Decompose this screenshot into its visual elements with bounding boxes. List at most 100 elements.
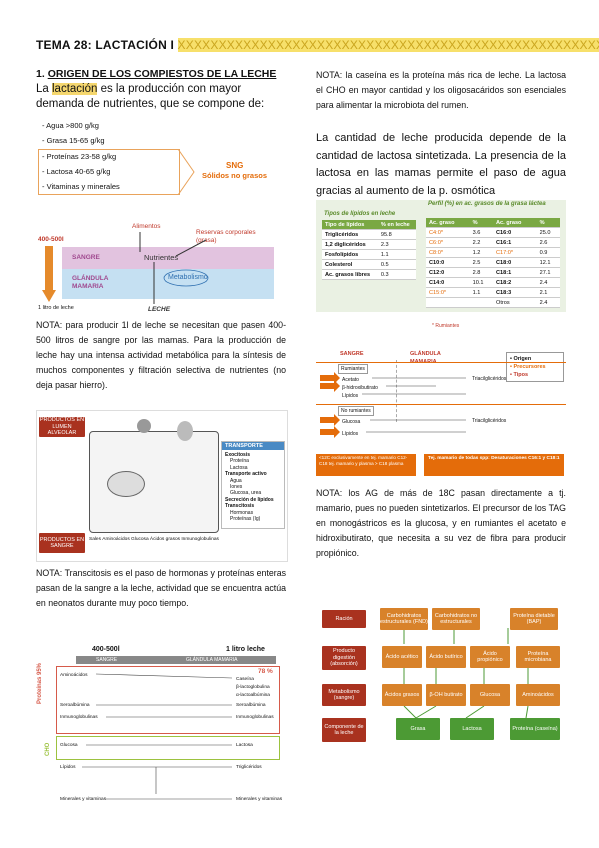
transport-item: Proteínas (Ig) bbox=[230, 516, 261, 523]
component-item: - Grasa 15-65 g/kg bbox=[42, 136, 105, 145]
cell: 1.1 bbox=[377, 249, 416, 260]
transport-title: TRANSPORTE bbox=[222, 442, 284, 450]
intro-paragraph: La lactación es la producción con mayor … bbox=[36, 82, 286, 112]
col-header: Ac. graso bbox=[426, 218, 470, 228]
input-row: Aminoácidos bbox=[60, 673, 88, 678]
cell: 1,2 diglicéridos bbox=[322, 239, 378, 250]
col-header: % en leche bbox=[377, 220, 416, 230]
liter-label: 1 litro de leche bbox=[38, 305, 74, 311]
cell: C18:1 bbox=[492, 267, 537, 278]
output-row: Triglicéridos bbox=[236, 765, 262, 770]
lipid-droplet bbox=[137, 419, 151, 433]
transport-item: Exocitosis bbox=[225, 452, 251, 458]
output-row: α-lactoalbúmina bbox=[236, 693, 270, 698]
output-row: Caseína bbox=[236, 677, 254, 682]
lactose-paragraph: La cantidad de leche producida depende d… bbox=[316, 132, 566, 197]
bottom-label: Sales bbox=[89, 537, 101, 542]
transport-item: Transporte activo bbox=[225, 471, 267, 478]
nonrum-tag: No rumiantes bbox=[338, 406, 374, 416]
transport-panel: TRANSPORTE Exocitosis Proteína Lactosa T… bbox=[221, 441, 285, 529]
input-row: Glucosa bbox=[60, 743, 78, 748]
rumiantes-bar bbox=[316, 362, 566, 363]
component-item: - Vitaminas y minerales bbox=[42, 182, 120, 191]
lipid-tables-figure: Tipos de lípidos en leche Tipo de lípido… bbox=[316, 200, 566, 330]
lipid-table: Tipo de lípidos % en leche Triglicéridos… bbox=[322, 220, 416, 280]
cell: Colesterol bbox=[322, 259, 378, 270]
cell: Triglicéridos bbox=[322, 229, 378, 240]
input-row: Minerales y vitaminas bbox=[60, 797, 107, 802]
cell: C15:0* bbox=[426, 287, 470, 298]
component-item: - Proteínas 23-58 g/kg bbox=[42, 152, 117, 161]
output-row: Seroalbúmina bbox=[236, 703, 266, 708]
cell: 0.5 bbox=[377, 259, 416, 270]
sng-label: SNG bbox=[226, 161, 244, 170]
transport-item: Agua bbox=[230, 477, 242, 484]
blood-volume: 400-500l bbox=[38, 236, 64, 243]
protein-casein-box: Proteína (caseína) bbox=[510, 718, 560, 740]
cell: C12:0 bbox=[426, 267, 470, 278]
ration-box: Ración bbox=[322, 610, 366, 628]
section-heading: 1. ORIGEN DE LOS COMPIESTOS DE LA LECHE bbox=[36, 68, 286, 80]
transport-item: Glucosa, urea bbox=[230, 490, 262, 497]
fatty-acids-box: Ácidos grasos bbox=[382, 684, 422, 706]
cell-bottom-labels: Sales Aminoácidos Glucosa Ácidos grasos … bbox=[89, 537, 219, 542]
left-column: 1. ORIGEN DE LOS COMPIESTOS DE LA LECHE … bbox=[36, 68, 286, 112]
col-header: Tipo de lípidos bbox=[322, 220, 378, 230]
cell: 3.6 bbox=[469, 227, 493, 238]
legend-box: • Origen • Precursores • Tipos bbox=[506, 352, 564, 382]
cell: 27.1 bbox=[536, 267, 560, 278]
lipid-synthesis-figure: SANGRE GLÁNDULA MAMARIA • Origen • Precu… bbox=[316, 348, 566, 454]
intro-highlight: lactación bbox=[52, 83, 98, 95]
cell: 25.0 bbox=[536, 227, 560, 238]
butyric-box: Ácido butírico bbox=[426, 646, 466, 668]
transport-item: Secreción de lípidos bbox=[225, 496, 274, 503]
protein-diet-box: Proteína dietable (BAP) bbox=[510, 608, 558, 630]
aminoacids-box: Aminoácidos bbox=[516, 684, 560, 706]
transport-item: Transcitosis bbox=[225, 503, 255, 510]
table-header: Ac. graso % Ac. graso % bbox=[426, 218, 560, 228]
output-row: Minerales y vitaminas bbox=[236, 797, 283, 802]
note-long-fa: NOTA: los AG de más de 18C pasan directa… bbox=[316, 488, 566, 558]
cell: 2.1 bbox=[536, 287, 560, 298]
transport-item: Iones bbox=[230, 484, 243, 491]
milk-synthesis-figure: 400-500l 1 litro leche SANGRE GLÁNDULA M… bbox=[36, 644, 286, 810]
sng-bracket bbox=[38, 149, 180, 195]
intro-post: es la producción con mayor demanda de nu… bbox=[36, 83, 265, 110]
note-casein: NOTA: la caseína es la proteína más rica… bbox=[316, 70, 566, 110]
component-item: - Lactosa 40-65 g/kg bbox=[42, 167, 111, 176]
output-row: Inmunoglobulinas bbox=[236, 715, 274, 720]
cell: C18:2 bbox=[492, 277, 537, 288]
nonrum-bar bbox=[316, 404, 566, 405]
blood-band bbox=[62, 247, 274, 269]
transport-item: Proteína bbox=[230, 458, 249, 465]
ration-arrows bbox=[403, 628, 529, 719]
cell: 2.2 bbox=[469, 237, 493, 248]
cell: 2.4 bbox=[536, 277, 560, 288]
cell: 2.4 bbox=[536, 297, 560, 308]
col-header: % bbox=[536, 218, 560, 228]
lipid-arrows bbox=[320, 372, 466, 438]
transport-list: Exocitosis Proteína Lactosa Transporte a… bbox=[222, 450, 284, 524]
nonrum-row: Glucosa bbox=[342, 419, 361, 425]
cho-box bbox=[56, 736, 280, 760]
cell bbox=[426, 297, 470, 308]
glandula-2: GLÁNDULA MAMARIA bbox=[186, 657, 238, 663]
rumiantes-tag: Rumiantes bbox=[338, 364, 368, 374]
glucose-box: Glucosa bbox=[470, 684, 510, 706]
cell: Ac. grasos libres bbox=[322, 269, 378, 280]
acetic-box: Ácido acético bbox=[382, 646, 422, 668]
gland-band bbox=[62, 269, 274, 299]
cell: 10.1 bbox=[469, 277, 493, 288]
title-main: TEMA 28: LACTACIÓN I bbox=[36, 38, 174, 52]
